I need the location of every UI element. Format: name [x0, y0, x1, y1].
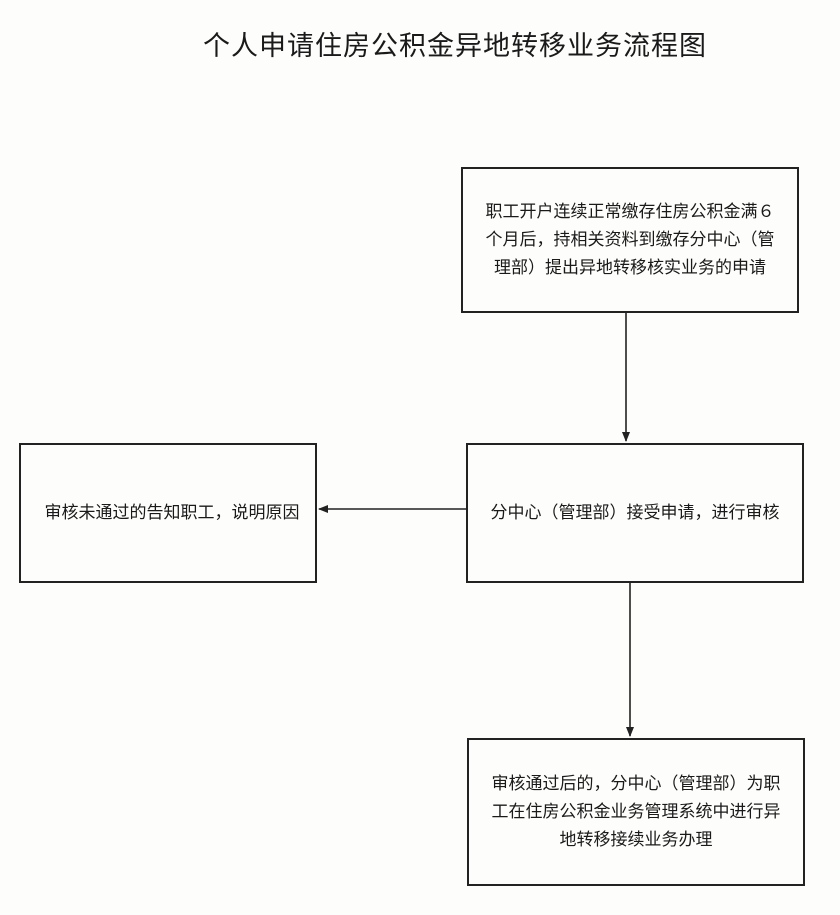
node-reject-text: 审核未通过的告知职工，说明原因 [44, 503, 300, 523]
node-apply-text: 职工开户连续正常缴存住房公积金满６个月后，持相关资料到缴存分中心（管理部）提出异… [485, 202, 775, 278]
diagram-title: 个人申请住房公积金异地转移业务流程图 [203, 31, 707, 62]
node-review-text: 分中心（管理部）接受申请，进行审核 [490, 503, 780, 523]
node-transfer: 审核通过后的，分中心（管理部）为职工在住房公积金业务管理系统中进行异地转移接续业… [467, 738, 805, 886]
node-apply: 职工开户连续正常缴存住房公积金满６个月后，持相关资料到缴存分中心（管理部）提出异… [461, 167, 799, 313]
node-transfer-text: 审核通过后的，分中心（管理部）为职工在住房公积金业务管理系统中进行异地转移接续业… [491, 774, 781, 850]
node-review: 分中心（管理部）接受申请，进行审核 [466, 443, 804, 583]
node-reject: 审核未通过的告知职工，说明原因 [19, 443, 317, 583]
